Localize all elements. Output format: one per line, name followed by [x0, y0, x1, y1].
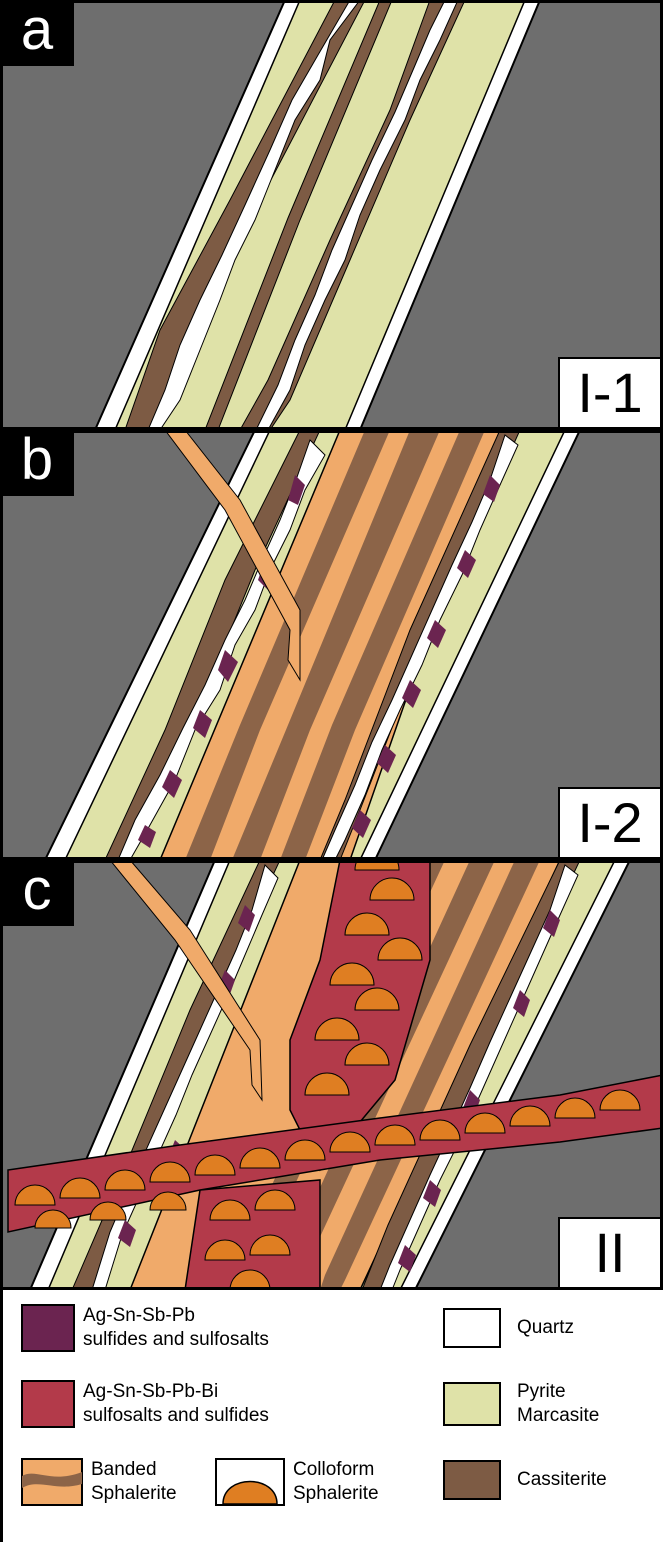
- legend: Ag-Sn-Sb-Pb sulfides and sulfosalts Ag-Sn…: [0, 1290, 663, 1542]
- ag-sn-sb-pb-swatch: [21, 1304, 75, 1352]
- legend-item-cassiterite: Cassiterite: [443, 1460, 607, 1500]
- panel-letter-c: c: [0, 860, 74, 926]
- pyrite-marcasite-line2: Marcasite: [517, 1405, 599, 1426]
- panel-b: b I-2: [0, 430, 663, 860]
- ag-sn-sb-pb-bi-line2: sulfosalts and sulfides: [83, 1405, 269, 1426]
- panel-letter-b: b: [0, 430, 74, 496]
- pyrite-marcasite-swatch: [443, 1382, 501, 1426]
- quartz-swatch: [443, 1308, 501, 1348]
- quartz-label: Quartz: [517, 1316, 574, 1340]
- ag-sn-sb-pb-line1: Ag-Sn-Sb-Pb: [83, 1305, 195, 1326]
- panel-letter-a: a: [0, 0, 74, 66]
- panel-c: c II: [0, 860, 663, 1290]
- legend-item-ag-sn-sb-pb-bi: Ag-Sn-Sb-Pb-Bi sulfosalts and sulfides: [21, 1380, 269, 1428]
- colloform-sphalerite-line2: Sphalerite: [293, 1483, 379, 1504]
- pyrite-marcasite-line1: Pyrite: [517, 1381, 566, 1402]
- banded-sphalerite-line1: Banded: [91, 1459, 157, 1480]
- ag-sn-sb-pb-bi-line1: Ag-Sn-Sb-Pb-Bi: [83, 1381, 218, 1402]
- legend-item-ag-sn-sb-pb: Ag-Sn-Sb-Pb sulfides and sulfosalts: [21, 1304, 269, 1352]
- banded-sphalerite-swatch: [21, 1458, 83, 1506]
- ag-sn-sb-pb-bi-swatch: [21, 1380, 75, 1428]
- cassiterite-label: Cassiterite: [517, 1468, 607, 1492]
- stage-label-i2: I-2: [558, 787, 660, 857]
- stage-label-i1: I-1: [558, 357, 660, 427]
- stage-label-ii: II: [558, 1217, 660, 1287]
- colloform-sphalerite-line1: Colloform: [293, 1459, 374, 1480]
- cassiterite-swatch: [443, 1460, 501, 1500]
- panel-a: a I-1: [0, 0, 663, 430]
- colloform-sphalerite-swatch: [215, 1458, 285, 1506]
- legend-item-quartz: Quartz: [443, 1308, 574, 1348]
- legend-text-ag-sn-sb-pb-bi: Ag-Sn-Sb-Pb-Bi sulfosalts and sulfides: [83, 1380, 269, 1428]
- banded-sphalerite-line2: Sphalerite: [91, 1483, 177, 1504]
- legend-text-ag-sn-sb-pb: Ag-Sn-Sb-Pb sulfides and sulfosalts: [83, 1304, 269, 1352]
- ag-sn-sb-pb-line2: sulfides and sulfosalts: [83, 1329, 269, 1350]
